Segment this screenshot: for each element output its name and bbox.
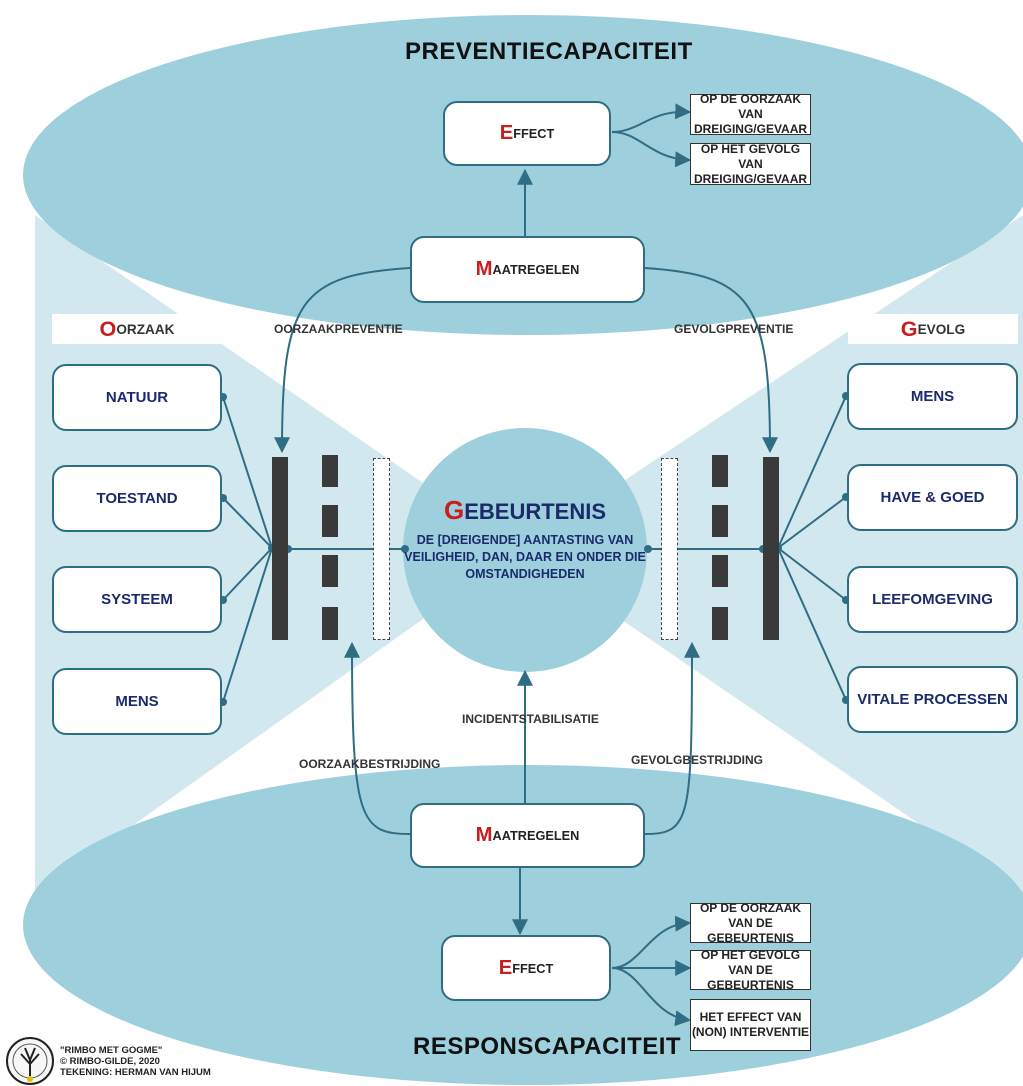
credits-text: "RIMBO MET GOGME" © RIMBO-GILDE, 2020 TE… [60,1045,211,1078]
gevolg-item-mens: MENS [847,363,1018,430]
effect-target-bottom-1: OP DE OORZAAK VAN DE GEBEURTENIS [690,901,811,945]
credits-line-3: TEKENING: HERMAN VAN HIJUM [60,1067,211,1078]
gevolg-item-leefomgeving: LEEFOMGEVING [847,566,1018,633]
link-have-goed [777,496,847,549]
responscapaciteit-title: RESPONSCAPACITEIT [413,1033,682,1060]
link-systeem [222,547,273,601]
barrier-segment [322,505,338,537]
effect-target-top-2: OP HET GEVOLG VAN DREIGING/GEVAAR [690,142,811,186]
gebeurtenis-description: DE [DREIGENDE] AANTASTING VAN VEILIGHEID… [404,533,646,581]
oorzaak-item-toestand: TOESTAND [52,465,222,532]
barrier-segment [712,455,728,487]
arrow-gevolgpreventie [644,267,778,454]
barrier-bar-left-dashed [373,458,390,640]
arrow-effect-oorzaak-top [611,103,692,133]
barrier-segment [712,607,728,640]
link-leefomgeving [777,547,847,601]
gevolgpreventie-label: GEVOLGPREVENTIE [674,322,794,336]
barrier-bar-left-solid [272,457,288,640]
credits-line-1: "RIMBO MET GOGME" [60,1045,163,1056]
oorzaak-item-natuur: NATUUR [52,364,222,431]
effect-target-bottom-3: HET EFFECT VAN (NON) INTERVENTIE [690,999,811,1051]
barrier-segment [322,607,338,640]
barrier-segment [322,455,338,487]
arrow-effect-gevolg-top [611,131,692,168]
effect-target-bottom-2: OP HET GEVOLG VAN DE GEBEURTENIS [690,948,811,992]
link-mens-left [222,547,273,703]
gevolg-item-have-goed: HAVE & GOED [847,464,1018,531]
oorzaakbestrijding-label: OORZAAKBESTRIJDING [299,757,441,771]
effect-target-top-1: OP DE OORZAAK VAN DREIGING/GEVAAR [690,92,811,136]
incidentstabilisatie-label: INCIDENTSTABILISATIE [462,712,599,726]
link-vitale-processen [777,547,847,701]
arrow-oorzaakpreventie [274,267,411,454]
barrier-segment [322,555,338,587]
arrow-gevolgbestrijding [644,641,700,835]
arrow-effect-interventie [611,967,692,1027]
preventiecapaciteit-title: PREVENTIECAPACITEIT [405,38,693,65]
barrier-segment [712,555,728,587]
barrier-bar-right-dashed [661,458,678,640]
gebeurtenis-title: GEBEURTENIS [443,495,607,525]
link-toestand [222,497,273,549]
oorzaakpreventie-label: OORZAAKPREVENTIE [274,322,403,336]
center-circle [403,428,647,672]
rimbo-gilde-logo [6,1037,54,1085]
gevolgbestrijding-label: GEVOLGBESTRIJDING [631,753,764,767]
barrier-segment [712,505,728,537]
gevolg-item-vitale-processen: VITALE PROCESSEN [847,666,1018,733]
link-natuur [222,396,273,549]
barrier-bar-right-solid [763,457,779,640]
oorzaak-item-mens: MENS [52,668,222,735]
link-mens-right [777,395,847,549]
arrow-oorzaakbestrijding [344,641,411,835]
oorzaak-item-systeem: SYSTEEM [52,566,222,633]
credits-line-2: © RIMBO-GILDE, 2020 [60,1056,160,1067]
arrow-effect-oorzaak-bottom [611,915,692,969]
